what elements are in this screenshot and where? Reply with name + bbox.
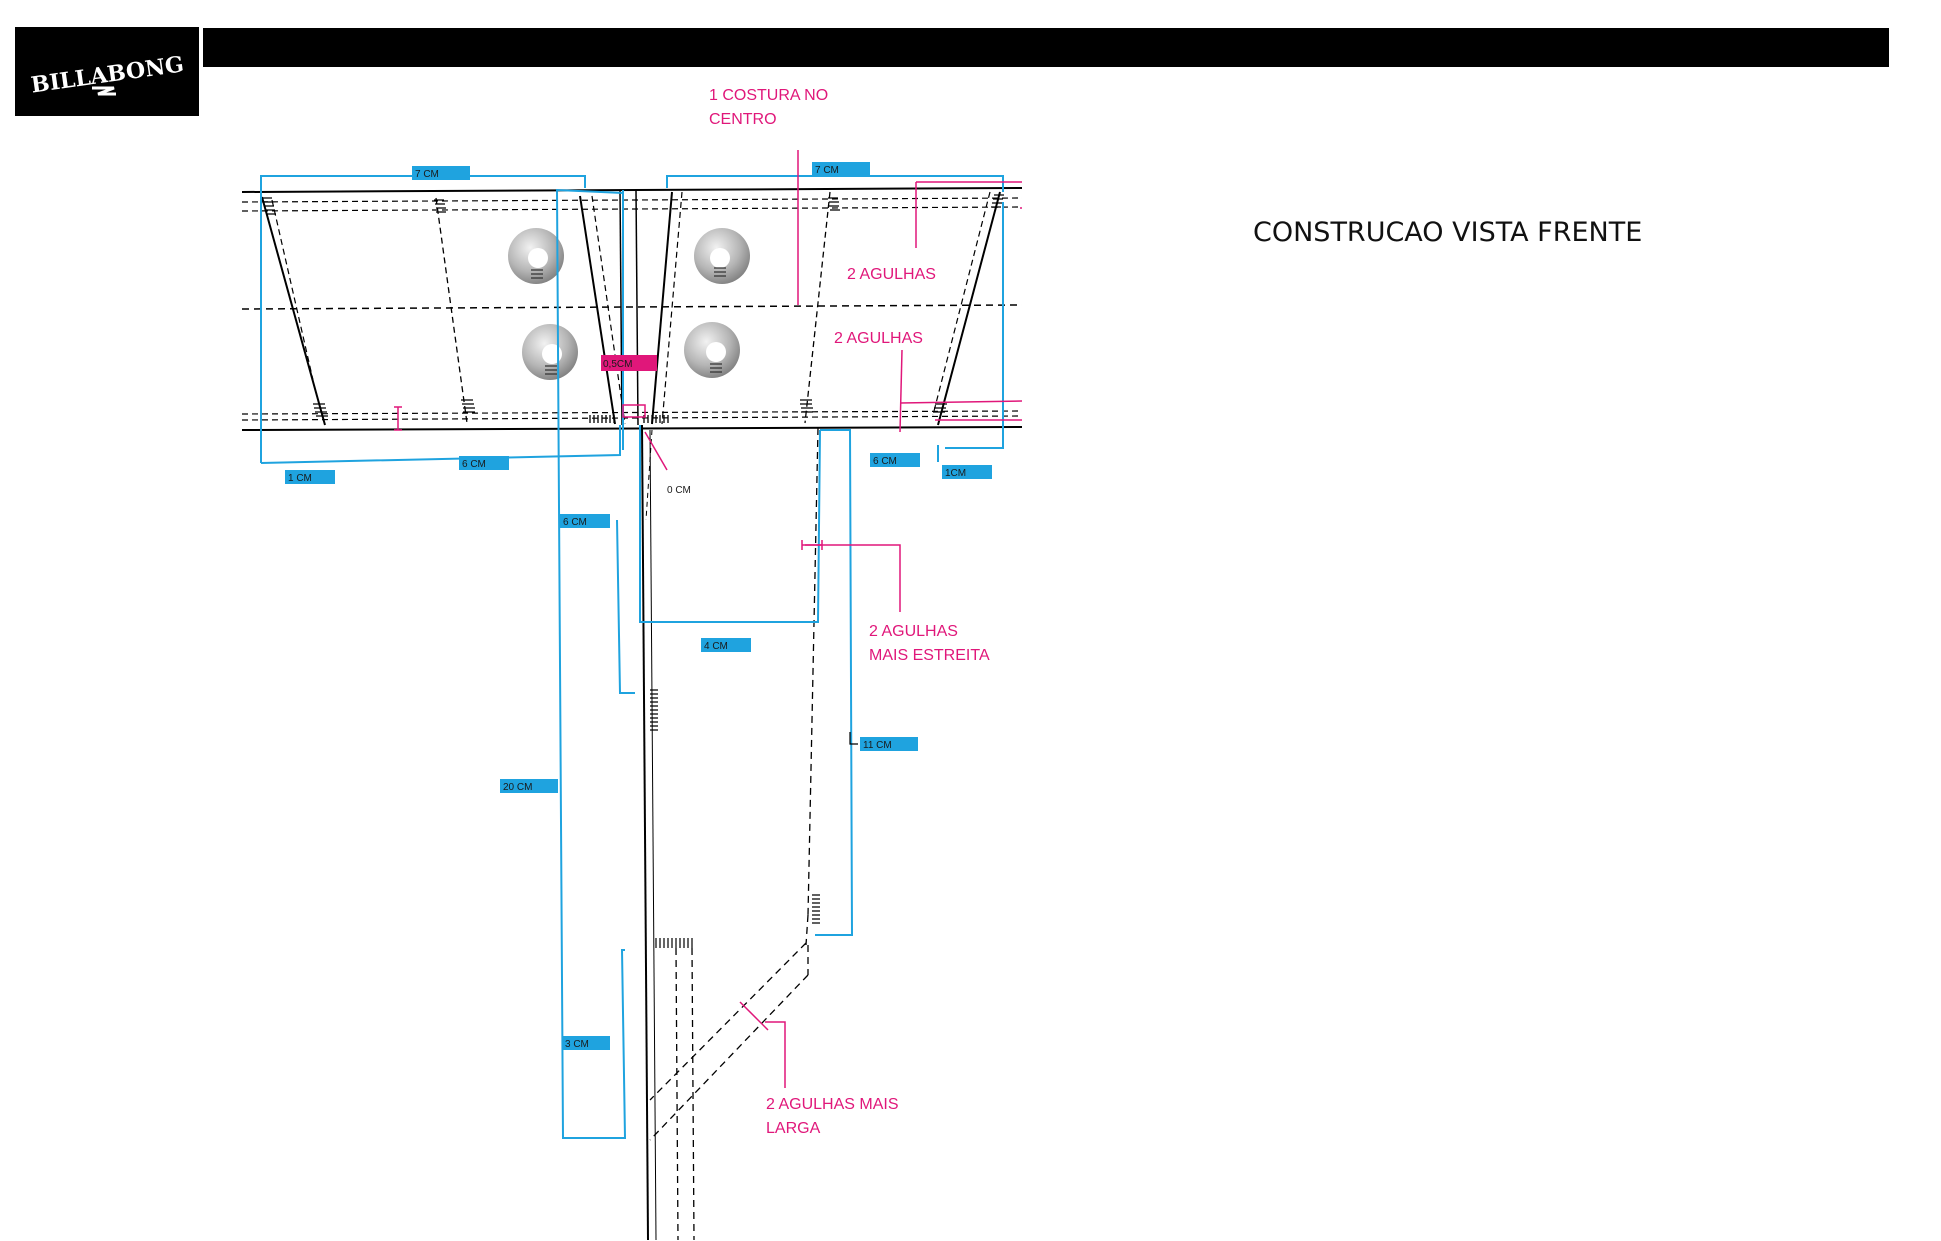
note-two-needles-b: 2 AGULHAS — [834, 330, 923, 347]
dim-label-6cm-right: 6 CM — [870, 453, 920, 467]
note-wide-2: LARGA — [766, 1120, 821, 1137]
dim-label-7cm-right: 7 CM — [812, 162, 870, 176]
svg-text:11 CM: 11 CM — [863, 740, 892, 751]
svg-text:4 CM: 4 CM — [704, 641, 728, 652]
svg-text:6 CM: 6 CM — [563, 517, 587, 528]
dim-label-11cm: 11 CM — [860, 737, 918, 751]
dimension-lines — [260, 175, 1004, 1139]
header-bar — [203, 28, 1889, 67]
page-title: CONSTRUCAO VISTA FRENTE — [1253, 217, 1642, 248]
svg-text:3 CM: 3 CM — [565, 1039, 589, 1050]
svg-text:20 CM: 20 CM — [503, 782, 532, 793]
dim-label-1cm-left: 1 CM — [285, 470, 335, 484]
dim-label-0-5cm: 0,5CM — [601, 355, 657, 371]
dim-0-5cm-marker — [622, 404, 646, 418]
bar-tacks — [262, 194, 1004, 423]
svg-text:7 CM: 7 CM — [815, 165, 839, 176]
note-center-seam-2: CENTRO — [709, 111, 777, 128]
dim-label-0cm: 0 CM — [667, 485, 691, 496]
dim-label-1cm-right: 1CM — [942, 465, 992, 479]
rivet-button — [522, 324, 578, 380]
callout-lines — [394, 150, 1023, 1088]
svg-text:7 CM: 7 CM — [415, 169, 439, 180]
svg-text:1CM: 1CM — [945, 468, 966, 479]
dim-label-6cm-left: 6 CM — [459, 456, 509, 470]
note-wide-1: 2 AGULHAS MAIS — [766, 1096, 899, 1113]
rivet-button — [694, 228, 750, 284]
note-narrow-1: 2 AGULHAS — [869, 623, 958, 640]
dim-label-6cm-fly: 6 CM — [560, 514, 610, 528]
logo-box — [15, 27, 199, 116]
note-narrow-2: MAIS ESTREITA — [869, 647, 990, 664]
svg-text:1 CM: 1 CM — [288, 473, 312, 484]
header: BILLABONG — [15, 27, 1889, 116]
dim-label-7cm-left: 7 CM — [412, 166, 470, 180]
dim-label-4cm: 4 CM — [701, 638, 751, 652]
note-two-needles-a: 2 AGULHAS — [847, 266, 936, 283]
dim-label-20cm: 20 CM — [500, 779, 558, 793]
note-center-seam-1: 1 COSTURA NO — [709, 87, 828, 104]
svg-text:6 CM: 6 CM — [873, 456, 897, 467]
fly — [641, 424, 820, 1241]
svg-text:6 CM: 6 CM — [462, 459, 486, 470]
rivet-button — [508, 228, 564, 284]
dim-label-3cm: 3 CM — [562, 1036, 610, 1050]
svg-text:0,5CM: 0,5CM — [603, 359, 632, 370]
waistband — [241, 187, 1023, 431]
rivet-button — [684, 322, 740, 378]
